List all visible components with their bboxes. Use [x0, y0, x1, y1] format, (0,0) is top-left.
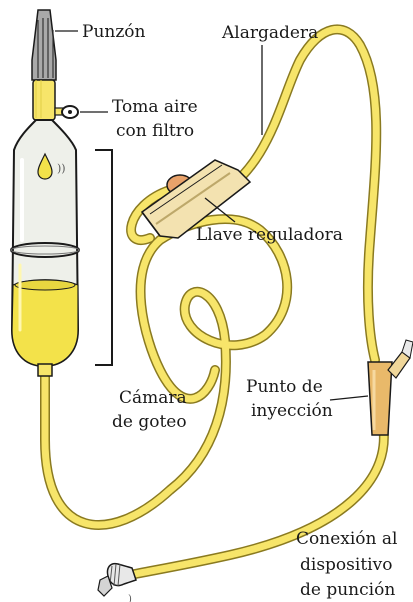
svg-text:): ) [128, 594, 132, 602]
label-toma-aire-line2: con filtro [116, 121, 194, 141]
label-camara-line2: de goteo [112, 412, 187, 432]
spike [31, 9, 57, 121]
drip-chamber: )) [10, 119, 80, 377]
leader-llave [204, 197, 236, 223]
roller-clamp [140, 159, 252, 239]
label-llave-reguladora: Llave reguladora [196, 225, 343, 245]
air-vent-filter [54, 105, 79, 119]
label-toma-aire-line1: Toma aire [112, 97, 198, 117]
label-punzon: Punzón [82, 22, 146, 42]
leader-lines [55, 30, 369, 401]
tubing-fill [41, 25, 388, 579]
luer-connector: ) [97, 562, 137, 602]
label-punto-line1: Punto de [246, 377, 323, 397]
injection-port [367, 339, 413, 436]
iv-tubing [40, 24, 389, 580]
chamber-bracket [95, 149, 113, 366]
label-alargadera: Alargadera [221, 23, 318, 43]
leader-punto [329, 395, 369, 401]
label-punto-line2: inyección [251, 401, 333, 421]
label-camara-line1: Cámara [119, 388, 187, 408]
label-conexion-line2: dispositivo [300, 555, 392, 575]
label-conexion-line3: de punción [300, 580, 395, 600]
svg-text:)): )) [57, 162, 66, 175]
label-conexion-line1: Conexión al [296, 529, 397, 549]
